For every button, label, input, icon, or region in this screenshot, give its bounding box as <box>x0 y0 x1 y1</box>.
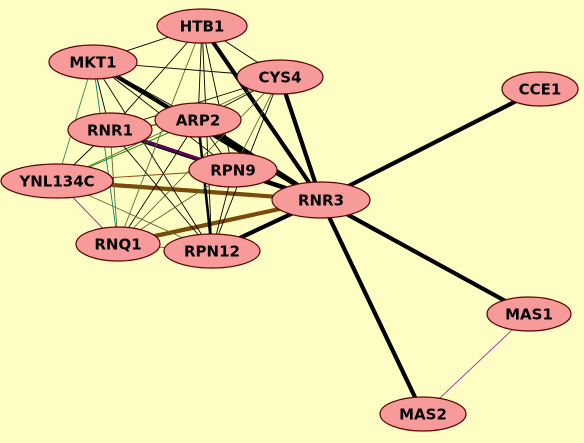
node-ellipse <box>0 163 114 199</box>
node-mkt1[interactable]: MKT1 <box>48 44 138 80</box>
node-ellipse <box>154 102 242 138</box>
node-ellipse <box>188 152 278 188</box>
node-ellipse <box>379 396 467 432</box>
edge-htb1-rpn12 <box>201 25 213 252</box>
node-label: MAS2 <box>399 406 447 424</box>
node-label: ARP2 <box>176 112 221 130</box>
edge-rnr3-cce1 <box>318 86 543 203</box>
node-ellipse <box>271 181 371 219</box>
edge-rnr3-mas2 <box>318 197 426 417</box>
node-ellipse <box>501 71 579 107</box>
node-ynl134c[interactable]: YNL134C <box>0 163 114 199</box>
node-label: RPN12 <box>184 243 240 261</box>
node-ellipse <box>163 233 261 269</box>
node-ellipse <box>156 8 248 44</box>
node-label: MKT1 <box>69 54 116 72</box>
node-label: RPN9 <box>210 162 256 180</box>
node-arp2[interactable]: ARP2 <box>154 102 242 138</box>
node-htb1[interactable]: HTB1 <box>156 8 248 44</box>
edge-rnr3-mas1 <box>318 197 532 317</box>
node-rnr1[interactable]: RNR1 <box>67 112 153 148</box>
node-cys4[interactable]: CYS4 <box>236 59 324 95</box>
node-label: HTB1 <box>180 18 225 36</box>
node-ellipse <box>236 59 324 95</box>
edge-htb1-rnq1 <box>117 25 203 245</box>
edge-mkt1-rpn12 <box>92 61 213 252</box>
edge-arp2-rnq1 <box>117 119 199 245</box>
node-mas2[interactable]: MAS2 <box>379 396 467 432</box>
node-cce1[interactable]: CCE1 <box>501 71 579 107</box>
node-rnr3[interactable]: RNR3 <box>271 181 371 219</box>
node-rnq1[interactable]: RNQ1 <box>75 226 161 262</box>
edge-rnr1-rpn12 <box>109 129 213 252</box>
node-rpn9[interactable]: RPN9 <box>188 152 278 188</box>
node-label: RNR3 <box>298 192 344 210</box>
node-label: CCE1 <box>519 81 562 99</box>
node-rpn12[interactable]: RPN12 <box>163 233 261 269</box>
node-label: CYS4 <box>258 69 301 87</box>
node-label: RNR1 <box>87 122 133 140</box>
edge-rnr1-rnq1 <box>109 129 119 245</box>
node-ellipse <box>48 44 138 80</box>
edge-htb1-rpn9 <box>201 25 234 171</box>
node-mas1[interactable]: MAS1 <box>486 296 572 332</box>
node-ellipse <box>75 226 161 262</box>
edge-arp2-rpn12 <box>196 118 214 253</box>
node-ellipse <box>486 296 572 332</box>
edge-mkt1-rnq1 <box>92 61 119 245</box>
node-label: MAS1 <box>505 306 553 324</box>
node-ellipse <box>67 112 153 148</box>
node-label: RNQ1 <box>94 236 141 254</box>
node-label: YNL134C <box>18 173 94 191</box>
edge-mas1-mas2 <box>422 313 530 415</box>
edge-rnr3-cys4 <box>277 74 324 203</box>
